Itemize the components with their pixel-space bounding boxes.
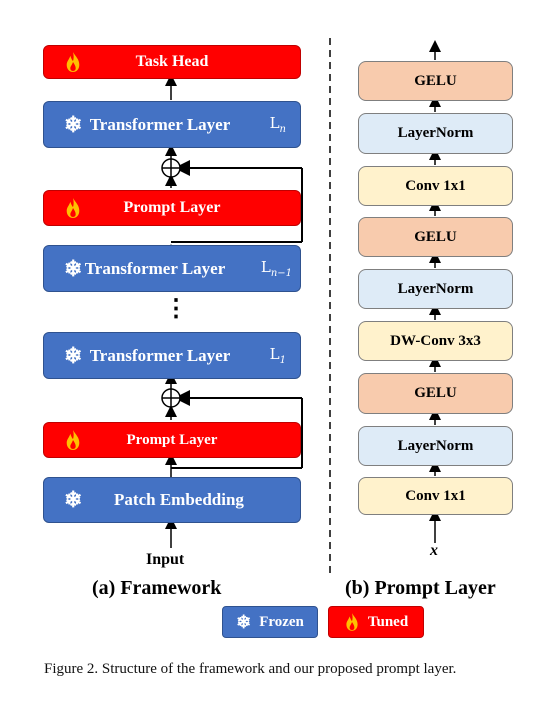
legend-frozen: ❄ Frozen — [222, 606, 318, 638]
figure-caption: Figure 2. Structure of the framework and… — [44, 661, 457, 677]
pl-block-5: LayerNorm — [358, 269, 513, 309]
transformer-layer-1: ❄ Transformer Layer L1 — [43, 332, 301, 379]
prompt-layer-top: Prompt Layer — [43, 190, 301, 226]
snowflake-icon: ❄ — [236, 611, 252, 632]
caption-framework: (a) Framework — [92, 577, 222, 599]
prompt-layer-bottom: Prompt Layer — [43, 422, 301, 458]
layer-index-n: Ln — [269, 114, 286, 135]
layer-index-1: L1 — [269, 345, 286, 366]
snowflake-icon: ❄ — [64, 342, 83, 368]
snowflake-icon: ❄ — [64, 111, 83, 137]
flame-icon — [66, 198, 80, 218]
legend-tuned: Tuned — [328, 606, 424, 638]
transformer-layer-label: Transformer Layer — [84, 258, 226, 278]
pl-block-6: DW-Conv 3x3 — [358, 321, 513, 361]
pl-block-9: Conv 1x1 — [358, 477, 513, 515]
ellipsis-dots: ⋮ — [164, 296, 188, 322]
prompt-layer-label: Prompt Layer — [123, 199, 221, 216]
pl-block-8: LayerNorm — [358, 426, 513, 466]
caption-prompt-layer: (b) Prompt Layer — [345, 577, 496, 599]
patch-embedding-box: ❄ Patch Embedding — [43, 477, 301, 523]
pl-block-1: GELU — [358, 61, 513, 101]
pl-block-4: GELU — [358, 217, 513, 257]
transformer-layer-label: Transformer Layer — [89, 345, 231, 365]
task-head-label: Task Head — [135, 53, 209, 70]
pl-block-3: Conv 1x1 — [358, 166, 513, 206]
transformer-layer-n: ❄ Transformer Layer Ln — [43, 101, 301, 148]
flame-icon — [346, 613, 358, 631]
snowflake-icon: ❄ — [64, 487, 83, 512]
layer-index-n-minus-1: Ln−1 — [260, 258, 292, 279]
task-head-box: Task Head — [43, 45, 301, 79]
legend-tuned-label: Tuned — [367, 613, 409, 630]
pl-block-7: GELU — [358, 373, 513, 414]
input-variable-x: x — [430, 542, 438, 559]
prompt-layer-label: Prompt Layer — [126, 431, 218, 448]
transformer-layer-label: Transformer Layer — [89, 114, 231, 134]
pl-block-2: LayerNorm — [358, 113, 513, 154]
snowflake-icon: ❄ — [64, 255, 83, 281]
flame-icon — [66, 52, 80, 72]
input-label: Input — [146, 551, 185, 568]
flame-icon — [66, 430, 80, 450]
legend-frozen-label: Frozen — [259, 613, 304, 630]
patch-embedding-label: Patch Embedding — [114, 490, 244, 509]
transformer-layer-n-minus-1: ❄ Transformer Layer Ln−1 — [43, 245, 301, 292]
